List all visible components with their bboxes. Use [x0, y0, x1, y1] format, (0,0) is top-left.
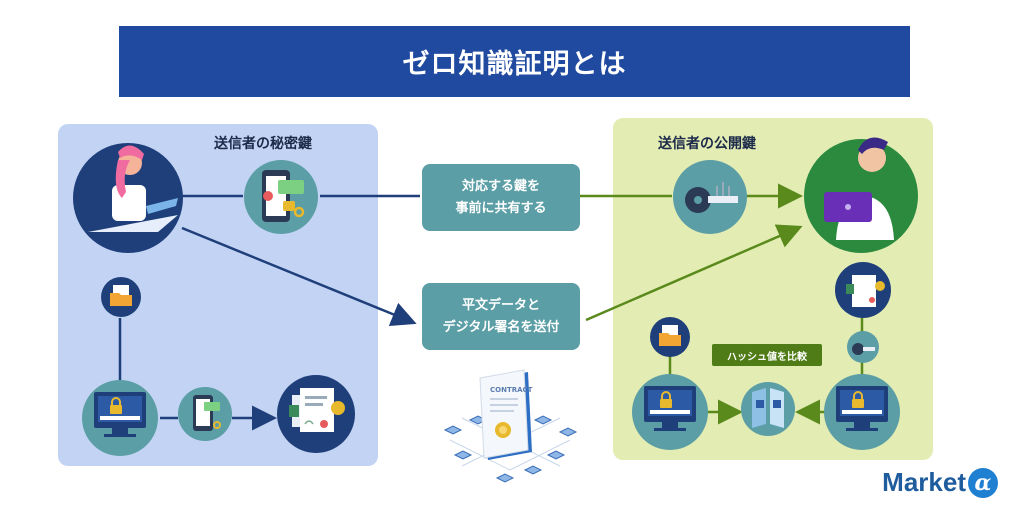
left-locked-monitor-icon: [82, 380, 158, 456]
right-key-icon: [847, 331, 879, 363]
right-left-locked-monitor-icon: [632, 374, 708, 450]
right-right-locked-monitor-icon: [824, 374, 900, 450]
send-signature-box: 平文データと デジタル署名を送付: [422, 283, 580, 350]
private-key-label: 送信者の秘密鍵: [214, 136, 312, 152]
right-signed-document-icon: [835, 262, 891, 318]
left-key-phone-icon: [178, 387, 232, 441]
signed-document-icon: [277, 375, 355, 453]
connector-send-to-receiver: [585, 224, 803, 322]
share-key-box: 対応する鍵を 事前に共有する: [422, 164, 580, 231]
sender-person-icon: [73, 143, 183, 253]
contract-network-illustration: CONTRACT: [443, 369, 578, 483]
brand-text: Market: [882, 467, 966, 497]
public-key-icon: [673, 160, 747, 234]
folder-icon: [101, 277, 141, 317]
receiver-person-icon: [804, 137, 918, 253]
send-signature-line2: デジタル署名を送付: [442, 319, 560, 335]
connector-sender-to-send-box: [181, 226, 417, 327]
brand-alpha-icon: α: [968, 467, 998, 498]
page-title: ゼロ知識証明とは: [119, 26, 910, 97]
hash-compare-badge: ハッシュ値を比較: [712, 344, 822, 366]
private-key-phone-icon: [244, 160, 318, 234]
public-key-label: 送信者の公開鍵: [658, 136, 756, 152]
compare-documents-icon: [741, 382, 795, 436]
send-signature-line1: 平文データと: [461, 297, 540, 313]
share-key-line1: 対応する鍵を: [461, 178, 540, 194]
right-folder-icon: [650, 317, 690, 357]
share-key-line2: 事前に共有する: [455, 200, 547, 216]
brand-logo: Market α: [882, 467, 998, 498]
contract-label: CONTRACT: [490, 386, 533, 394]
